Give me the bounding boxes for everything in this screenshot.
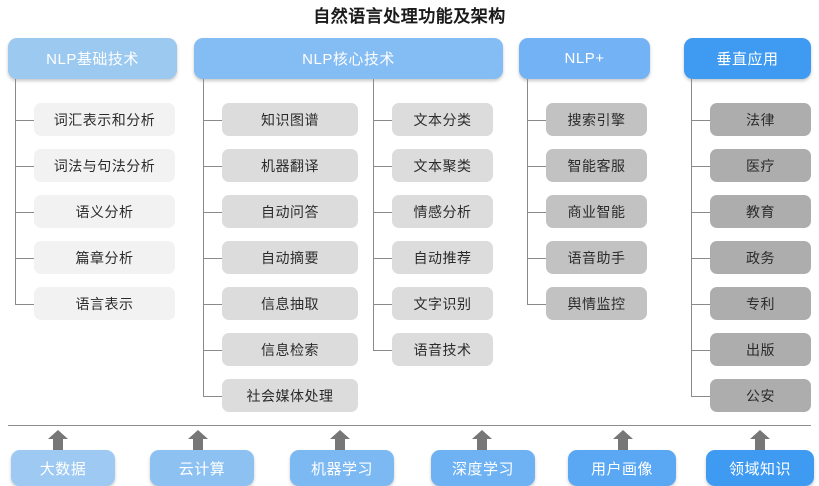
- branch-line-col2r-0: [373, 120, 393, 121]
- list-item[interactable]: 智能客服: [546, 149, 647, 182]
- branch-line-col4-4: [691, 304, 711, 305]
- branch-line-col2r-5: [373, 350, 393, 351]
- trunk-line-col2-left: [203, 79, 204, 396]
- list-item[interactable]: 公安: [710, 379, 811, 412]
- list-item[interactable]: 语音技术: [392, 333, 493, 366]
- column-header-vertical-apps[interactable]: 垂直应用: [684, 38, 811, 79]
- list-item[interactable]: 信息检索: [222, 333, 358, 366]
- list-item[interactable]: 政务: [710, 241, 811, 274]
- branch-line-col2r-2: [373, 212, 393, 213]
- column-header-nlp-core[interactable]: NLP核心技术: [194, 38, 503, 79]
- list-item[interactable]: 教育: [710, 195, 811, 228]
- list-item[interactable]: 舆情监控: [546, 287, 647, 320]
- list-item[interactable]: 文本分类: [392, 103, 493, 136]
- list-item[interactable]: 篇章分析: [34, 241, 175, 274]
- foundation-item-deep-learning[interactable]: 深度学习: [431, 450, 535, 486]
- branch-line-col4-1: [691, 166, 711, 167]
- up-arrow-icon: [187, 429, 209, 451]
- list-item[interactable]: 商业智能: [546, 195, 647, 228]
- list-item[interactable]: 语音助手: [546, 241, 647, 274]
- branch-line-col2r-4: [373, 304, 393, 305]
- up-arrow-icon: [471, 429, 493, 451]
- branch-line-col1-4: [15, 304, 35, 305]
- branch-line-col4-3: [691, 258, 711, 259]
- trunk-line-col4: [691, 79, 692, 396]
- list-item[interactable]: 搜索引擎: [546, 103, 647, 136]
- branch-line-col2l-2: [203, 212, 223, 213]
- foundation-item-big-data[interactable]: 大数据: [11, 450, 115, 486]
- branch-line-col3-2: [527, 212, 547, 213]
- branch-line-col2l-1: [203, 166, 223, 167]
- foundation-item-cloud-computing[interactable]: 云计算: [150, 450, 254, 486]
- up-arrow-icon: [329, 429, 351, 451]
- trunk-line-col2-right: [373, 79, 374, 350]
- foundation-item-domain-knowledge[interactable]: 领域知识: [706, 450, 814, 486]
- branch-line-col1-1: [15, 166, 35, 167]
- list-item[interactable]: 文字识别: [392, 287, 493, 320]
- list-item[interactable]: 词汇表示和分析: [34, 103, 175, 136]
- column-header-nlp-plus[interactable]: NLP+: [519, 38, 650, 79]
- up-arrow-icon: [749, 429, 771, 451]
- up-arrow-icon: [47, 429, 69, 451]
- branch-line-col1-3: [15, 258, 35, 259]
- branch-line-col1-0: [15, 120, 35, 121]
- up-arrow-icon: [612, 429, 634, 451]
- list-item[interactable]: 文本聚类: [392, 149, 493, 182]
- list-item[interactable]: 法律: [710, 103, 811, 136]
- trunk-line-col3: [527, 79, 528, 305]
- branch-line-col4-5: [691, 350, 711, 351]
- branch-line-col4-2: [691, 212, 711, 213]
- branch-line-col3-0: [527, 120, 547, 121]
- list-item[interactable]: 词法与句法分析: [34, 149, 175, 182]
- branch-line-col4-6: [691, 396, 711, 397]
- branch-line-col2l-6: [203, 396, 223, 397]
- branch-line-col3-1: [527, 166, 547, 167]
- list-item[interactable]: 自动问答: [222, 195, 358, 228]
- branch-line-col2r-1: [373, 166, 393, 167]
- branch-line-col2l-3: [203, 258, 223, 259]
- branch-line-col2r-3: [373, 258, 393, 259]
- trunk-line-col1: [15, 79, 16, 305]
- column-header-nlp-basic[interactable]: NLP基础技术: [8, 38, 177, 79]
- list-item[interactable]: 专利: [710, 287, 811, 320]
- list-item[interactable]: 出版: [710, 333, 811, 366]
- list-item[interactable]: 自动推荐: [392, 241, 493, 274]
- list-item[interactable]: 情感分析: [392, 195, 493, 228]
- branch-line-col3-4: [527, 304, 547, 305]
- branch-line-col2l-0: [203, 120, 223, 121]
- branch-line-col2l-4: [203, 304, 223, 305]
- foundation-item-machine-learning[interactable]: 机器学习: [290, 450, 394, 486]
- list-item[interactable]: 自动摘要: [222, 241, 358, 274]
- page-title: 自然语言处理功能及架构: [313, 7, 506, 26]
- branch-line-col2l-5: [203, 350, 223, 351]
- list-item[interactable]: 医疗: [710, 149, 811, 182]
- list-item[interactable]: 知识图谱: [222, 103, 358, 136]
- list-item[interactable]: 语义分析: [34, 195, 175, 228]
- foundation-item-user-profile[interactable]: 用户画像: [568, 450, 676, 486]
- list-item[interactable]: 机器翻译: [222, 149, 358, 182]
- branch-line-col3-3: [527, 258, 547, 259]
- list-item[interactable]: 信息抽取: [222, 287, 358, 320]
- list-item[interactable]: 语言表示: [34, 287, 175, 320]
- list-item[interactable]: 社会媒体处理: [222, 379, 358, 412]
- branch-line-col4-0: [691, 120, 711, 121]
- foundation-baseline: [8, 425, 811, 426]
- branch-line-col1-2: [15, 212, 35, 213]
